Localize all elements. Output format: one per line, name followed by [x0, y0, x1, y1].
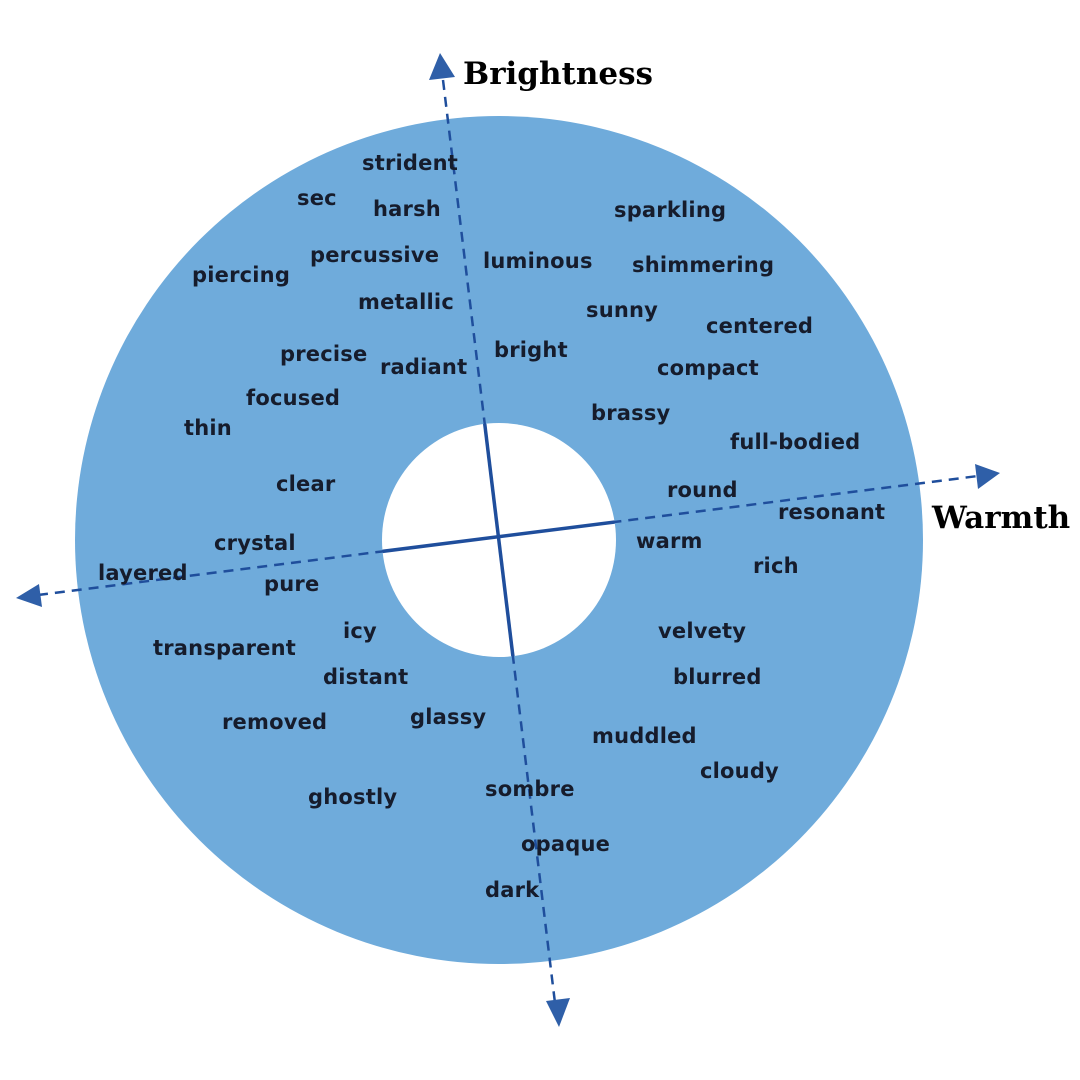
word-compact: compact [657, 356, 759, 380]
brightness-axis-title: Brightness [463, 56, 653, 92]
word-clear: clear [276, 472, 336, 496]
arrow-right-icon [975, 464, 1000, 489]
word-removed: removed [222, 710, 327, 734]
word-layered: layered [98, 561, 188, 585]
word-full-bodied: full-bodied [730, 430, 860, 454]
word-warm: warm [636, 529, 703, 553]
word-transparent: transparent [153, 636, 296, 660]
warmth-axis-title: Warmth [931, 500, 1070, 536]
warmth-axis-solid [382, 474, 616, 597]
word-centered: centered [706, 314, 813, 338]
word-piercing: piercing [192, 263, 290, 287]
word-opaque: opaque [521, 832, 610, 856]
warmth-axis-dashed [37, 474, 979, 597]
word-ghostly: ghostly [308, 785, 397, 809]
word-icy: icy [343, 619, 377, 643]
word-glassy: glassy [410, 705, 486, 729]
word-round: round [667, 478, 738, 502]
word-focused: focused [246, 386, 340, 410]
word-precise: precise [280, 342, 367, 366]
word-dark: dark [485, 878, 540, 902]
word-radiant: radiant [380, 355, 467, 379]
word-thin: thin [184, 416, 232, 440]
word-bright: bright [494, 338, 568, 362]
word-sunny: sunny [586, 298, 658, 322]
word-pure: pure [264, 572, 319, 596]
word-harsh: harsh [373, 197, 441, 221]
word-metallic: metallic [358, 290, 454, 314]
brightness-axis-solid [441, 423, 557, 657]
word-crystal: crystal [214, 531, 296, 555]
word-strident: strident [362, 151, 458, 175]
arrow-down-icon [546, 998, 570, 1027]
word-shimmering: shimmering [632, 253, 774, 277]
word-blurred: blurred [673, 665, 762, 689]
word-luminous: luminous [483, 249, 593, 273]
center-cross [382, 423, 616, 657]
arrow-left-icon [16, 584, 42, 607]
word-rich: rich [753, 554, 799, 578]
word-distant: distant [323, 665, 408, 689]
word-brassy: brassy [591, 401, 671, 425]
word-muddled: muddled [592, 724, 697, 748]
word-velvety: velvety [658, 619, 746, 643]
descriptor-words: strident sec harsh sparkling percussive … [98, 151, 885, 902]
word-resonant: resonant [778, 500, 885, 524]
word-percussive: percussive [310, 243, 439, 267]
word-cloudy: cloudy [700, 759, 779, 783]
word-sparkling: sparkling [614, 198, 726, 222]
arrow-up-icon [429, 53, 455, 80]
word-sombre: sombre [485, 777, 575, 801]
word-sec: sec [297, 186, 337, 210]
